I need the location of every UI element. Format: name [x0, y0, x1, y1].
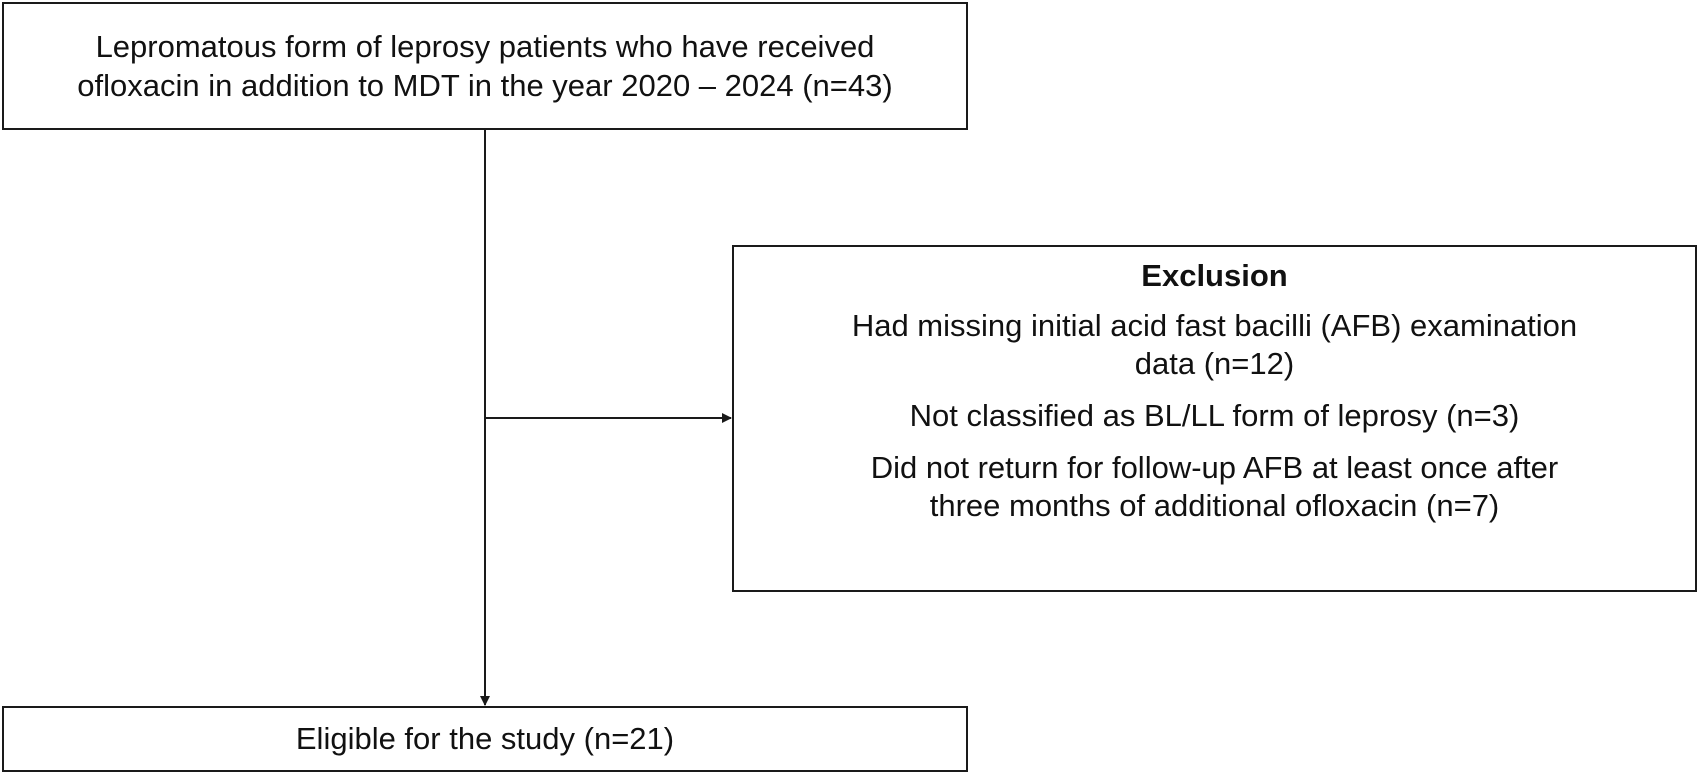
exclusion-item-no-follow-up: Did not return for follow-up AFB at leas…: [831, 449, 1599, 525]
population-text-line-1: Lepromatous form of leprosy patients who…: [95, 29, 875, 64]
exclusion-item-text: Did not return for follow-up AFB at leas…: [870, 450, 1559, 485]
exclusion-item-text: data (n=12): [1134, 346, 1295, 381]
exclusion-item-text: Not classified as BL/LL form of leprosy …: [909, 398, 1520, 433]
exclusion-box: Exclusion Had missing initial acid fast …: [732, 245, 1697, 592]
exclusion-item-text: Had missing initial acid fast bacilli (A…: [851, 308, 1578, 343]
exclusion-heading: Exclusion: [1141, 258, 1288, 293]
population-text-line-2: ofloxacin in addition to MDT in the year…: [77, 68, 893, 103]
exclusion-item-text: three months of additional ofloxacin (n=…: [929, 488, 1500, 523]
eligible-text: Eligible for the study (n=21): [295, 721, 675, 756]
population-box: Lepromatous form of leprosy patients who…: [2, 2, 968, 130]
exclusion-item-missing-afb: Had missing initial acid fast bacilli (A…: [812, 307, 1617, 383]
exclusion-item-not-classified: Not classified as BL/LL form of leprosy …: [870, 397, 1560, 435]
eligible-box: Eligible for the study (n=21): [2, 706, 968, 772]
